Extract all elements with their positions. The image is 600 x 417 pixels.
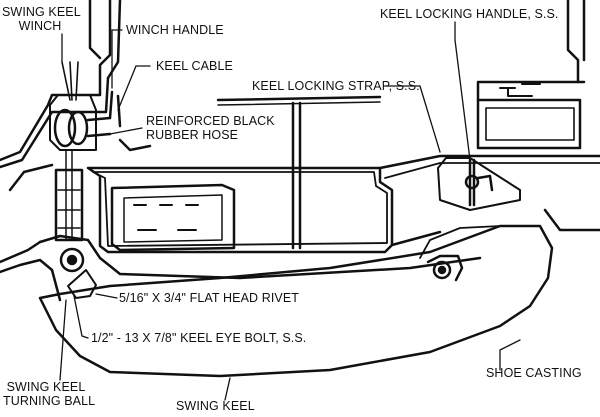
label-keel-eye-bolt: 1/2" - 13 X 7/8" KEEL EYE BOLT, S.S. [91, 331, 307, 345]
label-turning-ball-line2: TURNING BALL [3, 394, 96, 408]
label-keel-locking-handle: KEEL LOCKING HANDLE, S.S. [380, 7, 559, 21]
label-reinforced-hose-line2: RUBBER HOSE [146, 128, 239, 142]
battery-box [110, 183, 236, 252]
label-shoe-casting: SHOE CASTING [486, 366, 582, 380]
trunk-outline [86, 154, 600, 254]
keel-locking-handle-art [437, 157, 521, 211]
label-swing-keel-winch-line2: WINCH [18, 19, 62, 33]
label-keel-locking-strap: KEEL LOCKING STRAP, S.S. [252, 79, 420, 93]
label-swing-keel-turning-ball: SWING KEEL TURNING BALL [3, 380, 96, 408]
label-keel-cable: KEEL CABLE [156, 59, 233, 73]
label-reinforced-hose: REINFORCED BLACK RUBBER HOSE [146, 114, 275, 142]
label-winch-handle: WINCH HANDLE [126, 23, 224, 37]
label-reinforced-hose-line1: REINFORCED BLACK [146, 114, 275, 128]
label-swing-keel-winch: SWING KEEL WINCH [2, 5, 81, 33]
label-flat-head-rivet: 5/16" X 3/4" FLAT HEAD RIVET [119, 291, 300, 305]
right-compartment [476, 0, 586, 150]
winch-assembly [49, 61, 152, 152]
label-swing-keel-winch-line1: SWING KEEL [2, 5, 81, 19]
swing-keel [38, 224, 554, 378]
keel-locking-strap [216, 95, 382, 250]
turning-ball [0, 234, 482, 302]
leader-lines [59, 21, 521, 401]
cable-column [54, 149, 84, 242]
label-turning-ball-line1: SWING KEEL [6, 380, 86, 394]
shoe-casting [426, 254, 464, 282]
label-swing-keel: SWING KEEL [176, 399, 255, 413]
